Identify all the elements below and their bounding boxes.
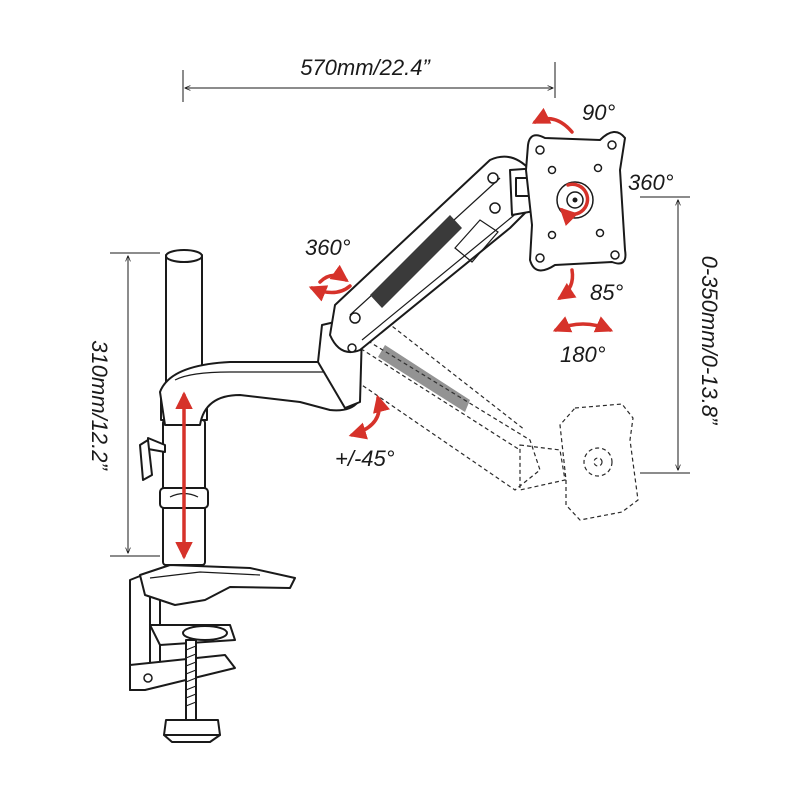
screen-rotation-arrow — [559, 182, 590, 227]
tilt-down-arrow — [557, 268, 577, 300]
swivel-arrow — [552, 316, 614, 333]
dimension-reach — [182, 62, 556, 102]
arm-rotation-arrow — [318, 264, 349, 284]
lowered-vesa-plate — [559, 403, 639, 521]
arm-angle-label: +/-45° — [335, 446, 395, 471]
tilt-up-label: 90° — [582, 100, 615, 125]
tilt-down-label: 85° — [590, 280, 623, 305]
vertical-range-label: 0-350mm/0-13.8” — [697, 256, 722, 426]
arm-rotation-arrow-back — [308, 284, 352, 302]
arm-rotation-label: 360° — [305, 235, 351, 260]
base-plate — [139, 564, 296, 606]
dimension-vertical-range — [640, 196, 690, 474]
tilt-up-arrow — [531, 107, 574, 134]
dimension-pole-height — [110, 252, 160, 557]
swivel-label: 180° — [560, 342, 606, 367]
upper-arm — [329, 155, 541, 354]
arm-angle-arrow — [348, 394, 390, 440]
motion-arrows — [175, 107, 614, 560]
pole-height-label: 310mm/12.2” — [87, 340, 112, 471]
reach-label: 570mm/22.4” — [300, 55, 431, 80]
screen-rotation-label: 360° — [628, 170, 674, 195]
vesa-plate — [525, 131, 627, 272]
